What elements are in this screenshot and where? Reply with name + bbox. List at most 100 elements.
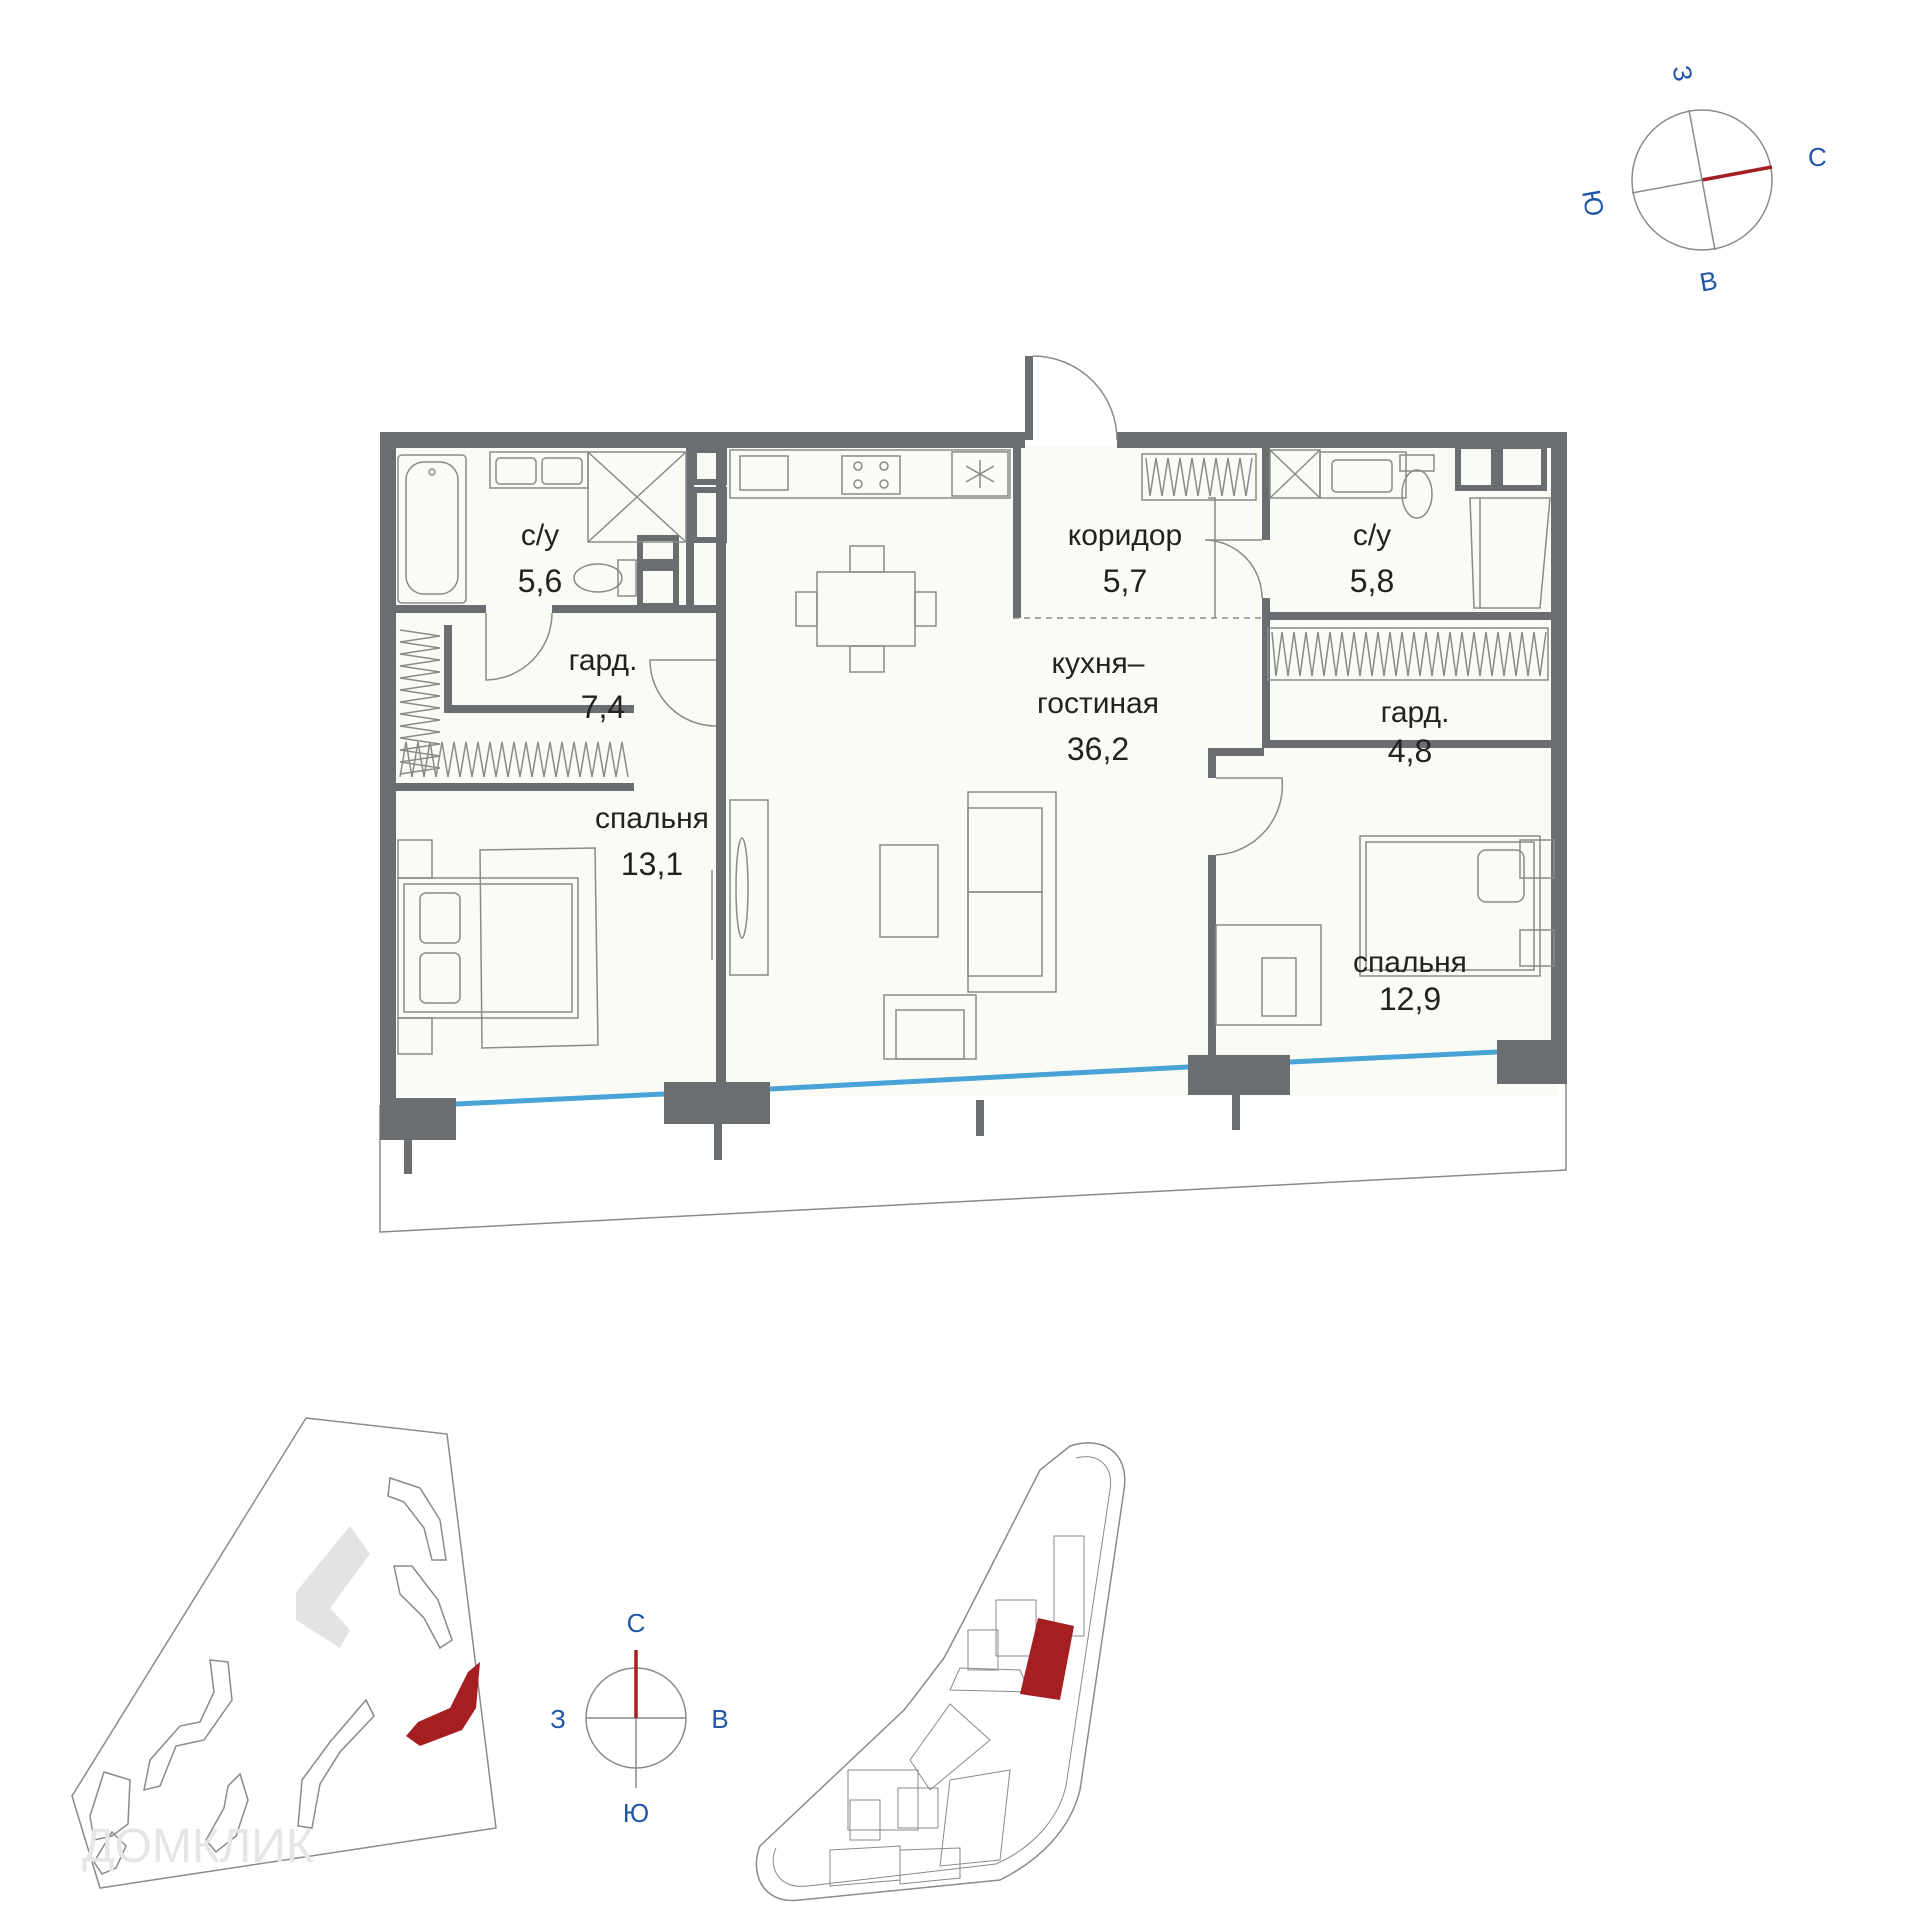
toilet-icon <box>573 559 637 597</box>
wall-wardrobe-left-side <box>444 625 452 713</box>
table-icon <box>795 545 937 673</box>
compass-bottom-west-label: З <box>550 1704 566 1734</box>
balcony-outline <box>379 1070 1567 1233</box>
pillar-bl <box>380 1098 456 1140</box>
wall-wardrobe-left-bottom <box>396 783 634 791</box>
wall-bedroom-kitchen <box>716 446 726 1100</box>
room-area-bedroom-right: 12,9 <box>1379 981 1441 1017</box>
shaft-5 <box>1455 443 1497 491</box>
room-area-bath-right: 5,8 <box>1350 563 1394 599</box>
compass-top-ring <box>1631 109 1773 251</box>
site-buildings <box>89 1476 453 1875</box>
column-2 <box>714 1124 722 1160</box>
room-name-bedroom-left: спальня <box>595 802 709 835</box>
wall-right <box>1551 432 1567 1072</box>
room-name-wardrobe-right: гард. <box>1381 696 1450 729</box>
bed-icon-right <box>1359 835 1555 977</box>
wall-bath-left-bottom-a <box>396 605 486 613</box>
shower-icon <box>587 451 687 543</box>
compass-bottom-north-label: С <box>627 1608 646 1638</box>
compass-top-north-arrow <box>1701 165 1773 182</box>
entrance-door-swing <box>1032 355 1118 441</box>
sink-icon-right <box>1319 451 1407 499</box>
compass-top-east-label: В <box>1697 265 1719 298</box>
column-3 <box>976 1100 984 1136</box>
wall-bedroom-right-top <box>1208 748 1264 756</box>
window-middle <box>769 1064 1189 1092</box>
room-area-kitchen: 36,2 <box>1067 731 1129 767</box>
wall-top-left <box>380 432 1025 448</box>
room-area-bedroom-left: 13,1 <box>621 846 683 882</box>
wall-wardrobe-right-bottom <box>1262 740 1552 748</box>
compass-bottom-south-label: Ю <box>623 1798 649 1828</box>
building-outline <box>755 1442 1126 1902</box>
room-area-wardrobe-left: 7,4 <box>581 689 625 725</box>
watermark-logo: ДОМКЛИК <box>82 1820 314 1873</box>
furniture <box>397 449 1555 1060</box>
wardrobe-right-hangers <box>1271 631 1547 677</box>
shafts <box>637 443 1547 609</box>
wardrobe-left-hangers <box>399 629 441 775</box>
corridor-wardrobe-hangers <box>1145 457 1253 497</box>
wall-corridor-left <box>1013 446 1021 618</box>
wall-shaft-left <box>686 446 694 606</box>
shaft-6 <box>1497 443 1547 491</box>
column-1 <box>404 1138 412 1174</box>
compass-top: С Ю З В <box>1576 63 1827 297</box>
door-wardrobe-left <box>649 659 717 727</box>
shaft-1 <box>691 447 727 485</box>
shaft-4 <box>637 565 679 609</box>
pillar-corner <box>1497 1040 1567 1084</box>
bed-icon <box>397 839 599 1055</box>
building-floor-plan <box>755 1442 1126 1902</box>
room-labels: с/у 5,6 гард. 7,4 спальня 13,1 коридор 5… <box>518 519 1467 1017</box>
site-landmark-shape <box>296 1526 370 1648</box>
interior-walls <box>396 446 1552 1100</box>
room-name-wardrobe-left: гард. <box>569 644 638 677</box>
corridor-wardrobe <box>1141 453 1257 501</box>
shaft-2 <box>691 487 727 543</box>
building-highlight-apartment <box>1020 1618 1074 1700</box>
room-area-corridor: 5,7 <box>1103 563 1147 599</box>
window-left <box>455 1091 665 1107</box>
site-boundary <box>71 1417 497 1889</box>
entrance-door-leaf <box>1025 356 1033 440</box>
toilet-icon-right <box>1399 454 1435 519</box>
kitchen-counter <box>729 449 1011 499</box>
compass-bottom-east-label: В <box>711 1704 728 1734</box>
building-internal <box>829 1535 1085 1887</box>
desk-icon <box>1215 924 1322 1026</box>
room-area-wardrobe-right: 4,8 <box>1388 733 1432 769</box>
window-right <box>1289 1049 1498 1065</box>
wall-corridor-right-a <box>1262 446 1270 540</box>
windows <box>455 1049 1498 1107</box>
compass-top-south-label: Ю <box>1576 187 1610 218</box>
door-bath-left <box>485 612 553 681</box>
stove-icon <box>841 455 901 495</box>
room-name-corridor: коридор <box>1068 519 1182 552</box>
entrance-door <box>1025 355 1118 441</box>
apartment-floor <box>395 446 1557 1096</box>
compass-bottom: С Ю З В <box>550 1608 729 1828</box>
wall-bath-right-bottom <box>1262 612 1552 620</box>
wall-bedroom-right-b <box>1208 855 1216 1060</box>
wall-bedroom-right-a <box>1208 748 1216 778</box>
wall-corridor-right-b <box>1262 598 1270 748</box>
room-name-kitchen-2: гостиная <box>1037 687 1159 720</box>
bathtub-icon-right <box>1469 497 1551 609</box>
coffee-table <box>879 844 939 938</box>
compass-top-south-line <box>1631 179 1703 194</box>
room-name-bath-right: с/у <box>1353 519 1391 552</box>
fridge-snowflake-icon <box>951 451 1009 497</box>
wardrobe-doors-left <box>711 799 769 976</box>
column-4 <box>1232 1094 1240 1130</box>
pillar-br <box>1188 1055 1290 1095</box>
compass-top-north-label: С <box>1808 142 1827 172</box>
interior-doors <box>485 539 1284 856</box>
site-highlight-building <box>406 1662 480 1746</box>
compass-top-we-line <box>1688 109 1716 251</box>
sofa-icon <box>967 791 1057 993</box>
room-name-bath-left: с/у <box>521 519 559 552</box>
